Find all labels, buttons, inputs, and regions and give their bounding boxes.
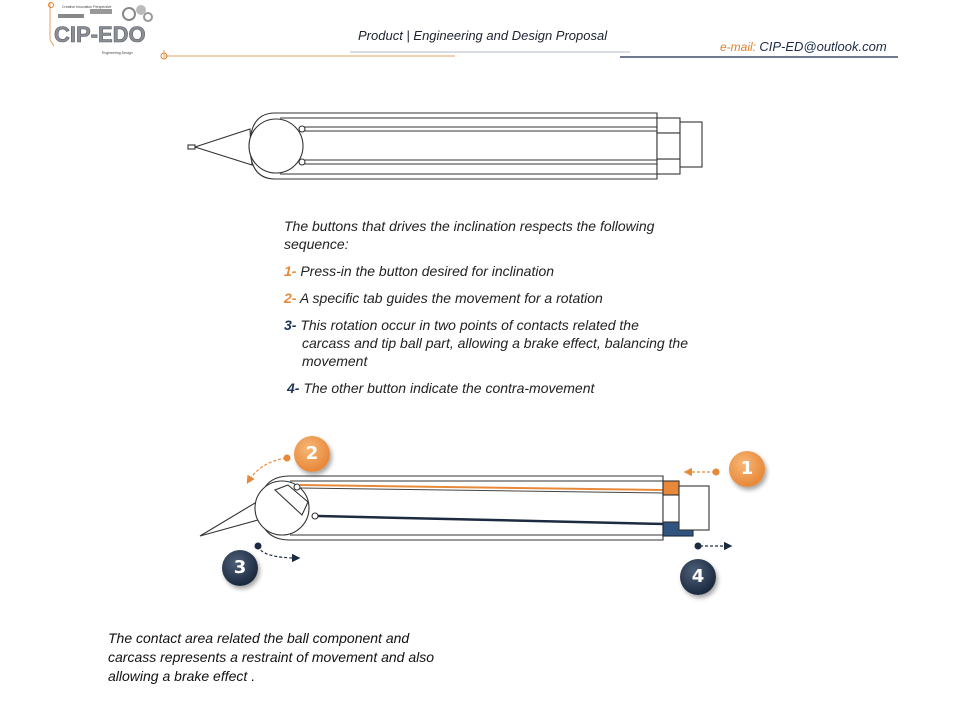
step-text: This rotation occur in two points of con… — [300, 317, 639, 333]
logo-tagline-bottom: Engineering Design — [102, 51, 133, 55]
sequence-step-1: 1- Press-in the button desired for incli… — [284, 262, 714, 280]
pressed-button — [662, 480, 680, 496]
sequence-step-4: 4- The other button indicate the contra-… — [284, 379, 714, 397]
sequence-step-3: 3- This rotation occur in two points of … — [284, 316, 714, 370]
logo-wordmark: CIP-EDO — [54, 22, 146, 47]
step-text-continued: carcass and tip ball part, allowing a br… — [302, 335, 689, 369]
step-number: 1- — [284, 263, 297, 279]
pen-body — [249, 112, 658, 180]
contact-email[interactable]: e-mail: CIP-ED@outlook.com — [720, 39, 887, 54]
step-number: 4- — [287, 380, 300, 396]
logo-tagline-top: Creative Innovation Perspective — [62, 5, 111, 9]
pen-diagram-neutral — [187, 112, 703, 180]
email-value[interactable]: CIP-ED@outlook.com — [759, 39, 887, 54]
pen-tip — [193, 128, 253, 166]
step-badge-3: 3 — [222, 550, 258, 586]
company-logo: CIP-EDO Creative Innovation Perspective … — [44, 0, 174, 64]
rotation-arrow-3 — [257, 545, 301, 563]
rod-bottom — [317, 514, 665, 526]
page-title: Product | Engineering and Design Proposa… — [358, 28, 608, 43]
step-text: The other button indicate the contra-mov… — [303, 380, 595, 396]
header-lines — [165, 51, 898, 58]
sequence-intro: The buttons that drives the inclination … — [284, 218, 655, 252]
step-text: A specific tab guides the movement for a… — [299, 290, 603, 306]
contact-area-caption: The contact area related the ball compon… — [108, 630, 435, 684]
step-number: 3- — [284, 317, 297, 333]
pen-diagram-inclined — [199, 454, 733, 563]
bottom-button — [656, 158, 681, 175]
rotation-arrow-2 — [246, 457, 287, 485]
sequence-description: The buttons that drives the inclination … — [284, 217, 714, 406]
tip-ball — [248, 118, 304, 174]
step-badge-4: 4 — [680, 559, 716, 595]
sequence-step-2: 2- A specific tab guides the movement fo… — [284, 289, 714, 307]
email-label: e-mail: — [720, 40, 760, 54]
top-button — [656, 117, 681, 134]
step-number: 2- — [284, 290, 297, 306]
step-text: Press-in the button desired for inclinat… — [300, 263, 555, 279]
step-badge-2: 2 — [294, 436, 330, 472]
step-badge-1: 1 — [729, 451, 765, 487]
rod-top — [299, 484, 665, 491]
